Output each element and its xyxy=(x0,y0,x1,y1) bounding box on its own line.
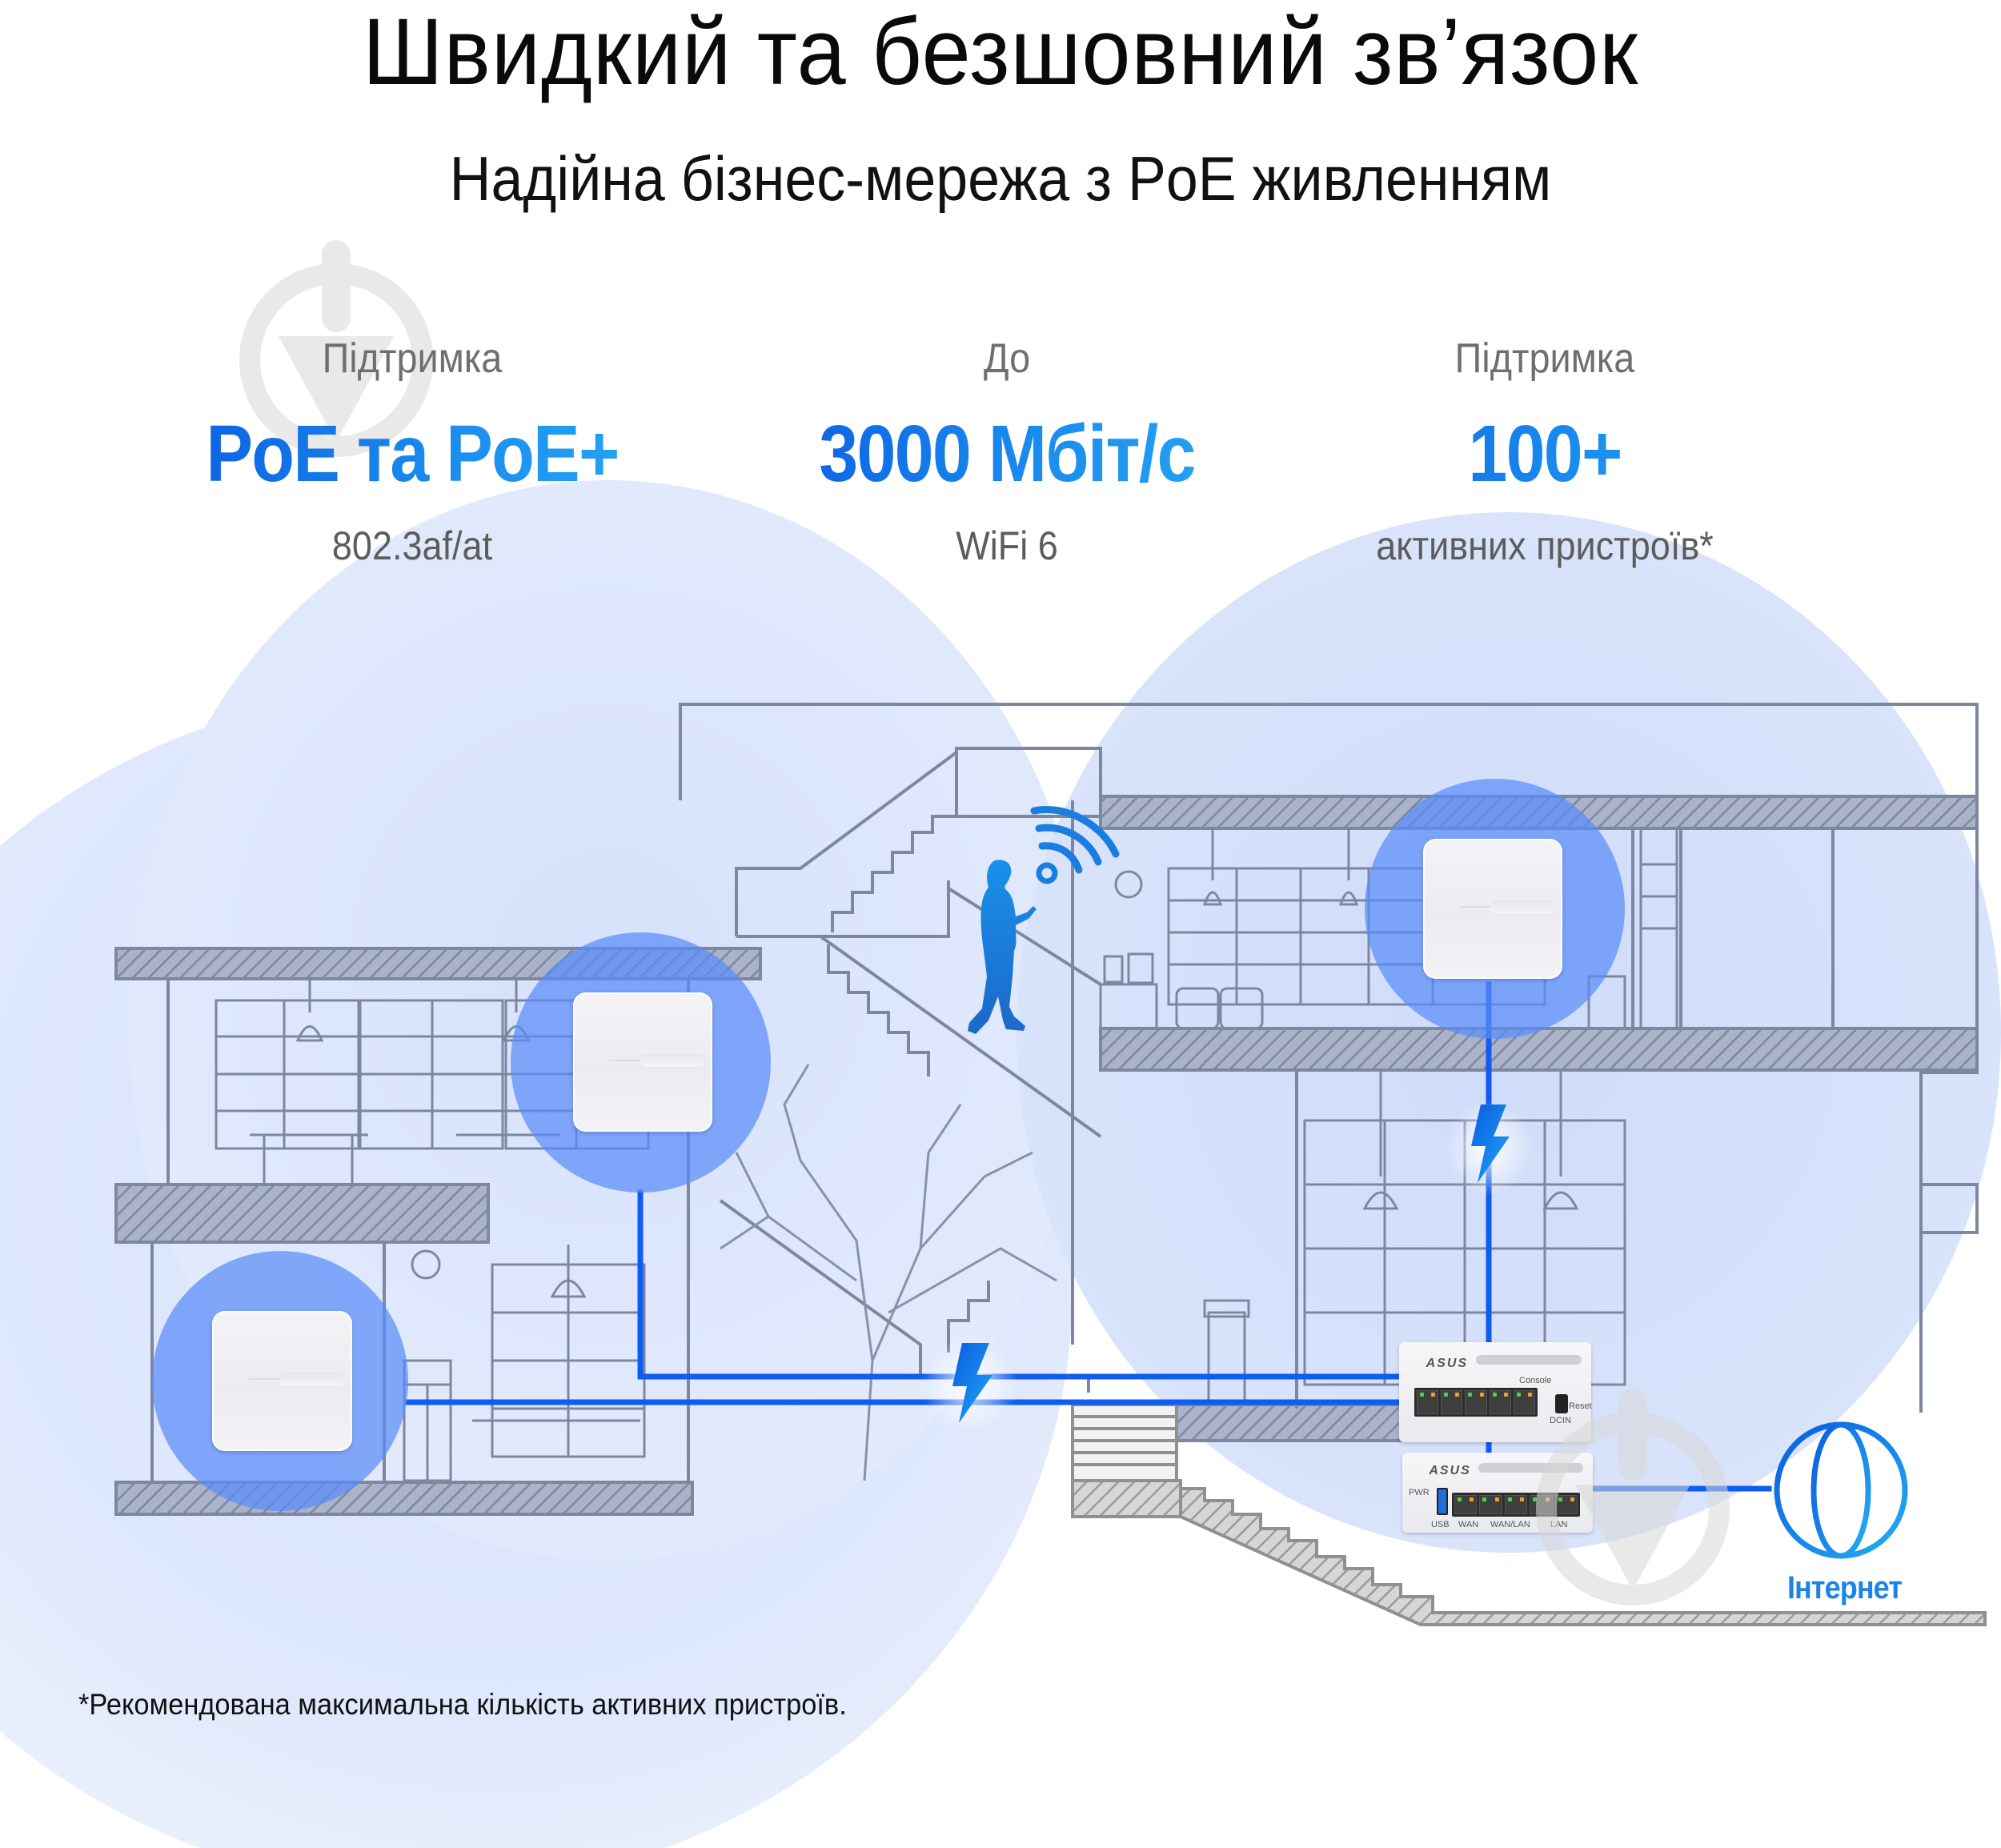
router-brand-label: ASUS xyxy=(1429,1464,1471,1477)
internet-label: Інтернет xyxy=(1786,1570,1903,1605)
wan-lan-label: WAN/LAN xyxy=(1490,1520,1530,1529)
ap-logo xyxy=(1459,906,1508,911)
access-point-upper-left xyxy=(573,992,712,1132)
switch-port xyxy=(1489,1389,1511,1414)
switch-model-badge xyxy=(1476,1355,1582,1365)
stat-speed: До 3000 Мбіт/с WiFi 6 xyxy=(703,335,1311,570)
globe-icon xyxy=(1774,1421,1908,1559)
stat-label: Підтримка xyxy=(322,335,503,382)
lightning-icon-cables xyxy=(922,1337,1018,1433)
ap-logo xyxy=(248,1378,297,1383)
cable-ap-upper-left xyxy=(637,1189,1404,1380)
stat-poe: Підтримка PoE та PoE+ 802.3af/at xyxy=(108,335,716,570)
switch-port xyxy=(1513,1389,1535,1414)
watermark-icon xyxy=(239,240,433,457)
router-port xyxy=(1454,1495,1478,1514)
switch-port xyxy=(1417,1389,1439,1414)
stat-value: 3000 Мбіт/с xyxy=(740,410,1275,498)
wan-label: WAN xyxy=(1458,1520,1479,1529)
dc-in-jack xyxy=(1555,1394,1568,1413)
router-port xyxy=(1554,1495,1578,1514)
dc-in-label: DCIN xyxy=(1550,1416,1571,1425)
usb-port xyxy=(1437,1488,1448,1515)
router-port xyxy=(1479,1495,1502,1514)
ap-label-band xyxy=(640,1053,704,1067)
access-point-lower-left xyxy=(212,1311,352,1451)
router-port xyxy=(1504,1495,1528,1514)
ap-logo xyxy=(609,1059,658,1064)
poe-switch: ASUS DCIN Reset Console xyxy=(1399,1342,1592,1442)
stat-sub: WiFi 6 xyxy=(956,523,1058,568)
ap-label-band xyxy=(1490,900,1554,913)
stat-value: 100+ xyxy=(1277,410,1813,498)
stat-sub: 802.3af/at xyxy=(331,523,493,568)
wifi-icon xyxy=(1030,806,1120,884)
footnote: *Рекомендована максимальна кількість акт… xyxy=(78,1688,847,1721)
page-title: Швидкий та безшовний зв’язок xyxy=(362,0,1639,105)
console-label: Console xyxy=(1519,1376,1552,1385)
router-ports xyxy=(1452,1493,1580,1517)
watermark-icon xyxy=(1536,1389,1730,1605)
ap-label-band xyxy=(279,1373,344,1385)
pwr-label: PWR xyxy=(1409,1488,1430,1497)
stat-label: Підтримка xyxy=(1454,335,1635,382)
switch-port xyxy=(1465,1389,1487,1414)
lightning-icon-vertical xyxy=(1445,1100,1533,1197)
usb-label: USB xyxy=(1431,1520,1450,1529)
switch-ports xyxy=(1414,1387,1538,1417)
stat-label: До xyxy=(983,335,1031,382)
stat-sub: активних пристроїв* xyxy=(1376,523,1714,568)
stat-devices: Підтримка 100+ активних пристроїв* xyxy=(1241,335,1849,570)
person-icon xyxy=(968,860,1037,1034)
page-subtitle: Надійна бізнес-мережа з PoE живленням xyxy=(449,143,1552,214)
reset-label: Reset xyxy=(1569,1401,1592,1411)
switch-port xyxy=(1441,1389,1463,1414)
switch-brand-label: ASUS xyxy=(1426,1356,1469,1370)
access-point-upper-right xyxy=(1423,839,1562,979)
stat-value: PoE та PoE+ xyxy=(145,410,680,498)
